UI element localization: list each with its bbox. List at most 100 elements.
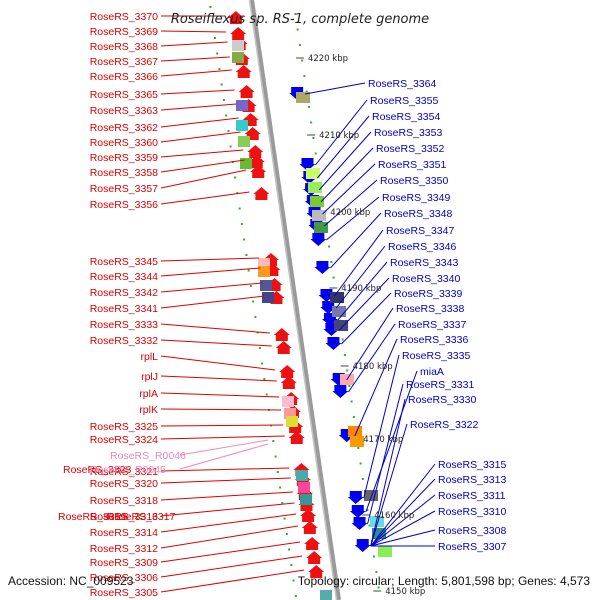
gene-label: RoseRS_3305 (90, 587, 158, 599)
gene-label: RoseRS_3308 (438, 525, 506, 537)
label-connector (346, 307, 394, 381)
gene-label: RoseRS_3350 (380, 175, 448, 187)
label-connector (339, 277, 390, 331)
label-connector (323, 179, 378, 227)
label-connector (160, 467, 290, 472)
gene-label: RoseRS_3354 (372, 111, 440, 123)
gene-label: RoseRS_3351 (378, 159, 446, 171)
gene-label: RoseRS_3353 (374, 127, 442, 139)
track-dot (348, 385, 351, 387)
gene-block-left (240, 158, 252, 169)
label-connector (160, 69, 232, 77)
gene-label: RoseRS_3323 (63, 464, 131, 476)
label-connector (160, 355, 276, 371)
gene-arrow-left (253, 187, 270, 200)
label-connector (160, 477, 291, 484)
gene-label: RoseRS_3332 (90, 335, 158, 347)
track-dot (261, 362, 264, 365)
gene-arrow-right (299, 158, 316, 171)
gene-label: RoseRS_3318 (90, 495, 158, 507)
label-connector (179, 439, 269, 456)
gene-arrow-left (248, 155, 265, 168)
accession-text: Accession: NC_009523 (8, 574, 134, 588)
label-connector (370, 423, 408, 547)
gene-arrow-right (347, 491, 364, 504)
gene-block-right (312, 210, 326, 221)
gene-label: RoseRS_3331 (406, 379, 474, 391)
gene-label: RoseRS_3336 (400, 334, 468, 346)
label-connector (160, 435, 285, 440)
gene-arrow-left (306, 551, 323, 564)
tick-label: 4220 kbp (308, 54, 348, 64)
gene-block-right (332, 306, 346, 317)
track-dot (296, 28, 299, 31)
track-dot (310, 121, 313, 124)
gene-label: RoseRS_3309 (90, 557, 158, 569)
track-dot (305, 90, 308, 93)
label-connector (160, 103, 237, 111)
label-connector (160, 41, 228, 47)
label-connector (330, 212, 382, 269)
track-dot (375, 571, 378, 573)
gene-arrow-left (300, 509, 317, 522)
gene-label: RoseRS_3310 (438, 506, 506, 518)
label-connector (160, 149, 244, 158)
gene-block-right (334, 320, 348, 331)
gene-label: RoseRS_3341 (90, 303, 158, 315)
track-dot (303, 75, 306, 77)
gene-arrow-left (304, 537, 321, 550)
track-dot (249, 285, 252, 287)
tick-label: 4150 kbp (385, 587, 425, 597)
label-connector (370, 398, 406, 547)
label-connector (160, 569, 305, 593)
label-connector (354, 338, 398, 437)
gene-label: RoseRS_3366 (90, 71, 158, 83)
gene-label: RoseRS_3367 (90, 56, 158, 68)
gene-block-left (232, 40, 244, 51)
gene-label: rplL (140, 351, 158, 363)
gene-arrow-left (301, 521, 318, 534)
gene-label: RoseRS_3348 (384, 208, 452, 220)
gene-label: RoseRS_3340 (392, 273, 460, 285)
gene-label: RoseRS_3317 (107, 511, 175, 523)
gene-label: RoseRS_3345 (90, 256, 158, 268)
gene-block-left (232, 52, 244, 63)
genome-backbone (249, 0, 342, 600)
gene-arrow-left (275, 341, 292, 354)
gene-arrow-left (250, 165, 267, 178)
tick-label: 4210 kbp (319, 131, 359, 141)
tick-label: 4200 kbp (330, 208, 370, 218)
gene-block-left (320, 590, 332, 600)
gene-block-left (236, 120, 248, 131)
gene-block-left (262, 292, 274, 303)
gene-label: RoseRS_3315 (438, 459, 506, 471)
track-dot (209, 6, 212, 8)
gene-block-left (282, 396, 294, 407)
gene-label: RoseRS_3333 (90, 319, 158, 331)
track-dot (366, 509, 369, 511)
track-dot (361, 478, 364, 480)
track-dot (377, 586, 380, 589)
track-dot (368, 524, 371, 527)
gene-block-left (236, 100, 248, 111)
gene-label: RoseRS_3311 (438, 490, 506, 502)
track-dot (288, 548, 291, 551)
gene-arrow-right (332, 385, 349, 398)
gene-label: RoseRS_3322 (410, 419, 478, 431)
track-dot (346, 369, 349, 372)
label-connector (320, 147, 374, 203)
gene-label: RoseRS_3356 (90, 199, 158, 211)
label-connector (160, 541, 301, 563)
label-connector (160, 424, 284, 427)
label-connector (318, 131, 372, 191)
label-connector (370, 510, 436, 547)
track-dot (294, 13, 297, 15)
gene-arrow-left (273, 328, 290, 341)
gene-label: RoseRS_3335 (402, 350, 470, 362)
track-dot (254, 316, 257, 318)
gene-label: RoseRS_3339 (394, 288, 462, 300)
gene-block-left (260, 280, 272, 291)
label-connector (337, 261, 388, 321)
label-connector (160, 257, 259, 262)
